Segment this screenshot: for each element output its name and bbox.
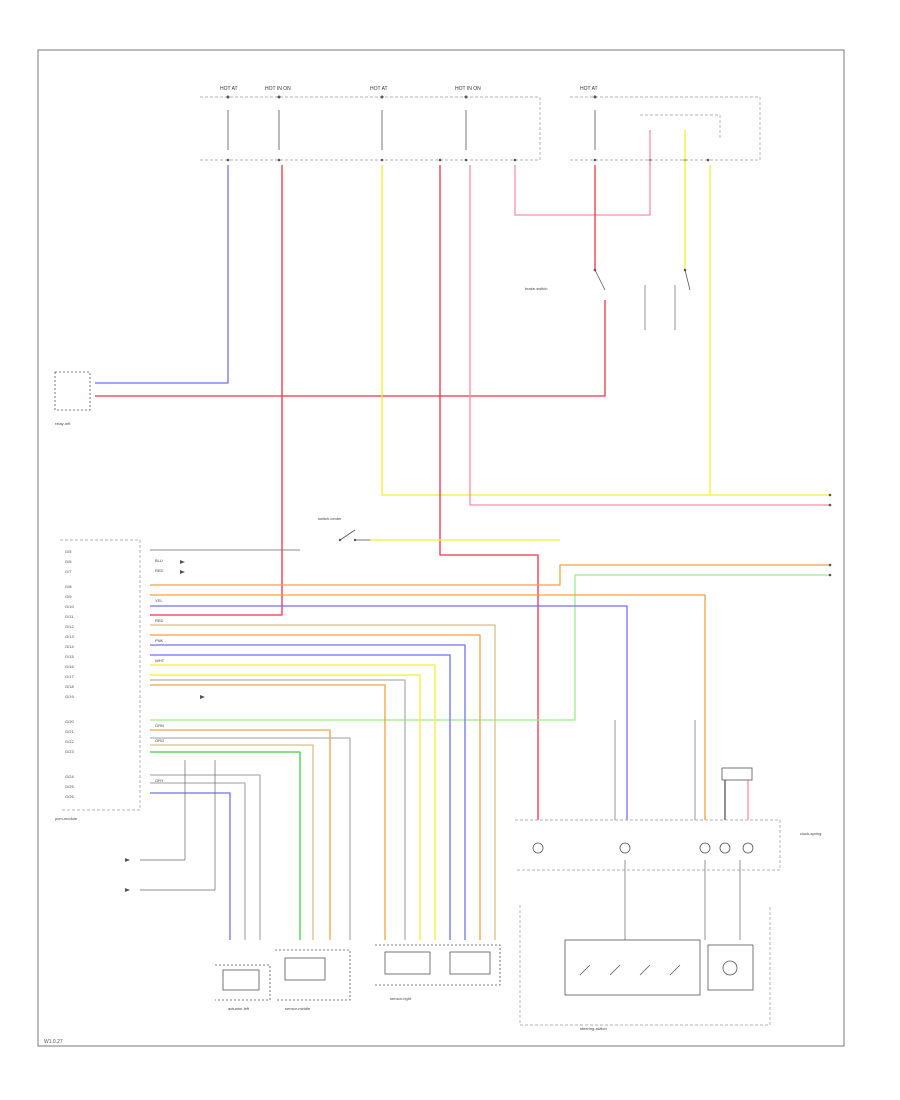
wire-orange-3: [150, 634, 481, 940]
switch-center: switch-center: [318, 516, 370, 542]
wire-blue-5: [150, 792, 231, 940]
pin-label: G/7: [65, 569, 72, 574]
wire-green-3: [150, 751, 301, 940]
pin-label: G/16: [65, 664, 74, 669]
pin-label: G/21: [65, 729, 74, 734]
pin-label: G/20: [65, 719, 74, 724]
svg-text:sensor-middle: sensor-middle: [285, 1006, 311, 1011]
wire-red-3: [439, 165, 539, 820]
fuse-label-4: HOT IN ON: [455, 86, 481, 92]
wire-blue-4: [150, 654, 451, 940]
relay-left: relay-left: [54, 371, 91, 426]
pin-label: G/19: [65, 694, 74, 699]
wire-yellow-6: [150, 674, 421, 940]
fuse-label-1: HOT AT: [220, 86, 238, 92]
pin-label: G/18: [65, 684, 74, 689]
wire-red-2: [95, 300, 606, 397]
actuator-left: actuator-left: [215, 964, 271, 1011]
sensor-middle: sensor-middle: [275, 949, 351, 1011]
brake-switch: brake-switch: [525, 268, 691, 291]
wire-code: WHT: [155, 658, 165, 663]
pcm-module: pcm-module: [55, 539, 141, 821]
wire-tan-2: [150, 744, 314, 940]
pin-label: G/17: [65, 674, 74, 679]
wire-gray-1: [150, 679, 406, 940]
wire-blue-3: [150, 644, 466, 940]
diagram-code: W1.0.27: [44, 1039, 63, 1045]
wire-yellow-5: [150, 664, 436, 940]
fuse-label-3: HOT AT: [370, 86, 388, 92]
wire-green-2: [150, 575, 576, 721]
diagram-border: [37, 49, 845, 1047]
wire-gray-2: [150, 737, 351, 940]
wire-gray-4: [150, 782, 246, 940]
wire-code: RED: [155, 568, 164, 573]
wire-blue-1: [95, 165, 229, 384]
wire-orange-5: [150, 729, 331, 940]
wire-yellow-1: [381, 165, 830, 496]
fuse-box-top: HOT AT HOT IN ON HOT AT HOT IN ON HOT AT: [200, 86, 761, 162]
svg-text:actuator-left: actuator-left: [228, 1006, 250, 1011]
svg-text:steering-switch: steering-switch: [580, 1026, 607, 1031]
clock-spring: clock-spring: [721, 767, 821, 836]
wire-code: BLU: [155, 558, 163, 563]
fuse-label-2: HOT IN ON: [265, 86, 291, 92]
wire-pink-2: [514, 130, 651, 216]
wire-orange-2: [150, 594, 706, 820]
svg-text:relay-left: relay-left: [55, 421, 71, 426]
pin-label: G/10: [65, 604, 74, 609]
connector-pins: G/5 G/6 G/7 G/8 G/9 G/10 G/11 G/12 G/13 …: [65, 549, 74, 799]
pin-label: G/22: [65, 739, 74, 744]
fuse-label-5: HOT AT: [580, 86, 598, 92]
wire-orange-1: [150, 564, 830, 586]
wire-gray-3: [150, 774, 261, 940]
wire-code: YEL: [155, 598, 163, 603]
wire-tan-1: [150, 624, 496, 940]
sensor-right: sensor-right: [375, 944, 501, 1001]
pin-label: G/15: [65, 654, 74, 659]
wire-orange-4: [150, 684, 386, 940]
pin-label: G/6: [65, 559, 72, 564]
pin-label: G/13: [65, 634, 74, 639]
wire-code: ORG: [155, 738, 164, 743]
wire-code: GRN: [155, 723, 164, 728]
svg-text:sensor-right: sensor-right: [390, 996, 412, 1001]
svg-text:pcm-module: pcm-module: [55, 816, 78, 821]
pin-label: G/23: [65, 749, 74, 754]
pin-label: G/8: [65, 584, 72, 589]
wire-red-1: [150, 165, 283, 616]
pin-label: G/12: [65, 624, 74, 629]
wire-code: PNK: [155, 638, 164, 643]
svg-text:brake-switch: brake-switch: [525, 286, 547, 291]
pin-label: G/14: [65, 644, 74, 649]
pin-label: G/24: [65, 774, 74, 779]
wire-pink-1: [469, 165, 830, 506]
pin-label: G/11: [65, 614, 74, 619]
wire-code: GRY: [155, 778, 164, 783]
svg-text:clock-spring: clock-spring: [800, 831, 821, 836]
steering-switch: steering-switch: [515, 819, 781, 1031]
pin-label: G/5: [65, 549, 72, 554]
pin-label: G/9: [65, 594, 72, 599]
pin-label: G/25: [65, 784, 74, 789]
pin-label: G/26: [65, 794, 74, 799]
wire-blue-2: [150, 605, 628, 820]
wire-codes: BLU RED YEL RED PNK WHT GRN ORG GRY: [155, 558, 165, 783]
wire-code: RED: [155, 618, 164, 623]
svg-text:switch-center: switch-center: [318, 516, 342, 521]
